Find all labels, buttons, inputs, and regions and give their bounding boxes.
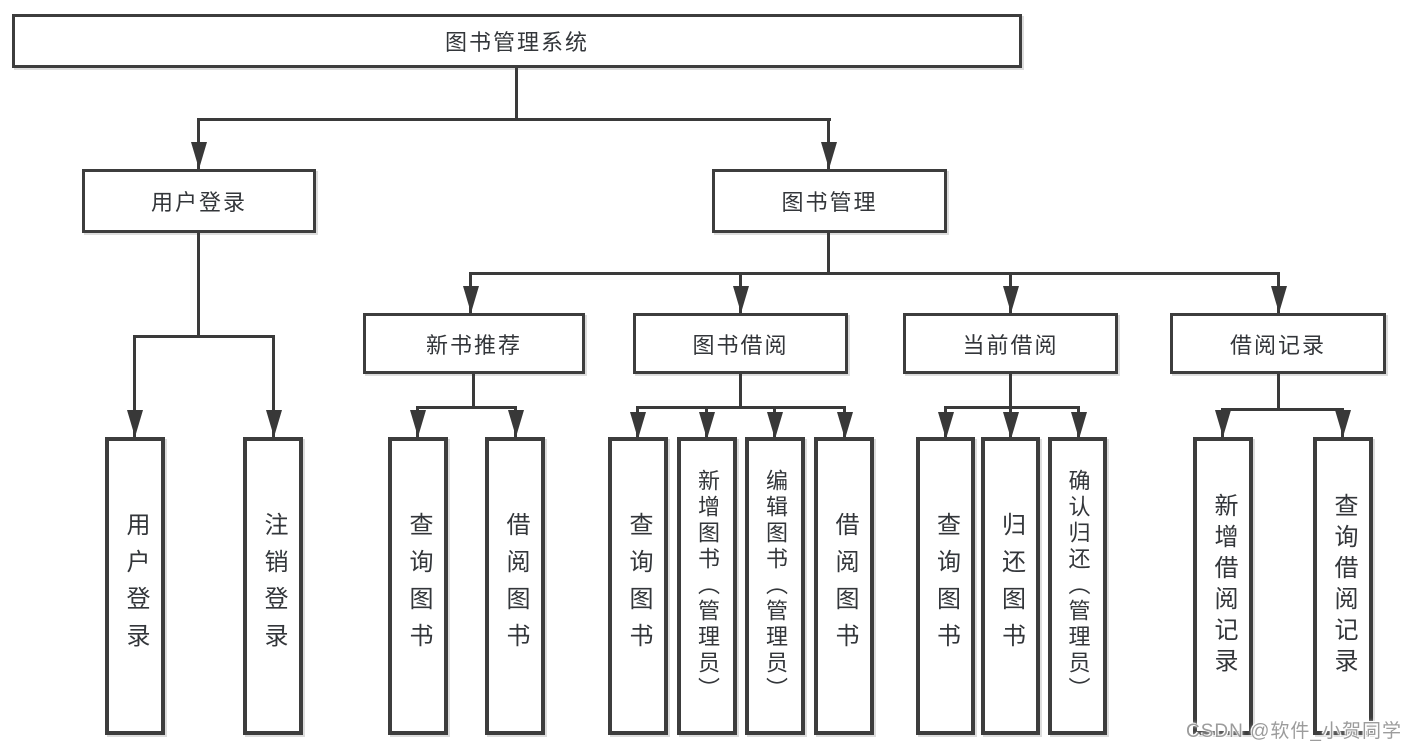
arrowhead-icon: [1215, 410, 1231, 437]
csdn-watermark: CSDN @软件_小贺同学: [1186, 721, 1402, 742]
node-label: 图书管理: [781, 190, 878, 215]
node-label: 归还图书: [997, 512, 1025, 660]
arrowhead-icon: [1003, 286, 1019, 313]
leaf-add-borrowing-record: 新增借阅记录: [1193, 437, 1253, 735]
arrowhead-icon: [508, 410, 524, 437]
arrowhead-icon: [463, 286, 479, 313]
connector-line: [472, 374, 475, 406]
connector-line: [827, 233, 830, 272]
node-label: 借阅记录: [1229, 332, 1326, 358]
connector-line: [636, 406, 846, 409]
connector-line: [515, 68, 518, 118]
connector-line: [197, 233, 200, 335]
arrowhead-icon: [410, 410, 426, 437]
connector-line: [416, 406, 517, 409]
node-book-management: 图书管理: [712, 169, 947, 233]
leaf-logout: 注销登录: [243, 437, 303, 735]
arrowhead-icon: [699, 412, 715, 439]
arrowhead-icon: [1071, 412, 1087, 439]
node-label: 编辑图书（管理员）: [763, 469, 788, 703]
leaf-query-books-current: 查询图书: [916, 437, 975, 735]
connector-line: [1277, 374, 1280, 408]
leaf-add-books-admin: 新增图书（管理员）: [677, 437, 737, 735]
connector-line: [133, 335, 275, 338]
leaf-return-books: 归还图书: [981, 437, 1040, 735]
node-root-library-management-system: 图书管理系统: [12, 14, 1022, 68]
node-borrowing-records: 借阅记录: [1170, 313, 1386, 374]
arrowhead-icon: [1003, 412, 1019, 439]
node-label: 新增借阅记录: [1210, 493, 1237, 679]
leaf-edit-books-admin: 编辑图书（管理员）: [745, 437, 805, 735]
connector-line: [133, 335, 136, 437]
arrowhead-icon: [733, 286, 749, 313]
connector-line: [1221, 408, 1343, 411]
connector-line: [469, 272, 1280, 275]
connector-line: [739, 374, 742, 406]
node-label: 用户登录: [150, 190, 247, 215]
node-label: 用户登录: [122, 512, 149, 660]
arrowhead-icon: [837, 412, 853, 439]
arrowhead-icon: [630, 412, 646, 439]
leaf-confirm-return-admin: 确认归还（管理员）: [1048, 437, 1107, 735]
arrowhead-icon: [266, 410, 282, 437]
arrowhead-icon: [938, 412, 954, 439]
node-current-borrowing: 当前借阅: [903, 313, 1118, 374]
connector-line: [197, 118, 831, 121]
arrowhead-icon: [767, 412, 783, 439]
node-label: 新书推荐: [425, 332, 522, 358]
leaf-borrow-books-recommendation: 借阅图书: [485, 437, 545, 735]
node-label: 新增图书（管理员）: [695, 469, 720, 703]
node-label: 查询借阅记录: [1330, 493, 1357, 679]
connector-line: [1009, 374, 1012, 406]
leaf-query-books-recommendation: 查询图书: [388, 437, 448, 735]
node-new-book-recommendation: 新书推荐: [363, 313, 585, 374]
leaf-query-borrowing-record: 查询借阅记录: [1313, 437, 1373, 735]
node-label: 当前借阅: [962, 332, 1059, 358]
node-label: 查询图书: [932, 512, 960, 660]
node-label: 确认归还（管理员）: [1065, 469, 1091, 703]
node-label: 图书管理系统: [444, 30, 589, 55]
leaf-borrow-books: 借阅图书: [814, 437, 874, 735]
node-label: 借阅图书: [502, 512, 529, 660]
node-label: 注销登录: [260, 512, 287, 660]
arrowhead-icon: [191, 142, 207, 169]
connector-line: [272, 335, 275, 437]
node-label: 图书借阅: [692, 332, 789, 358]
arrowhead-icon: [821, 142, 837, 169]
arrowhead-icon: [1335, 410, 1351, 437]
node-user-login: 用户登录: [82, 169, 316, 233]
arrowhead-icon: [1271, 286, 1287, 313]
leaf-user-login: 用户登录: [105, 437, 165, 735]
connector-line: [944, 406, 1080, 409]
node-label: 查询图书: [625, 512, 652, 660]
leaf-query-books-borrowing: 查询图书: [608, 437, 668, 735]
node-label: 查询图书: [405, 512, 432, 660]
arrowhead-icon: [127, 410, 143, 437]
node-label: 借阅图书: [831, 512, 858, 660]
node-book-borrowing: 图书借阅: [633, 313, 848, 374]
